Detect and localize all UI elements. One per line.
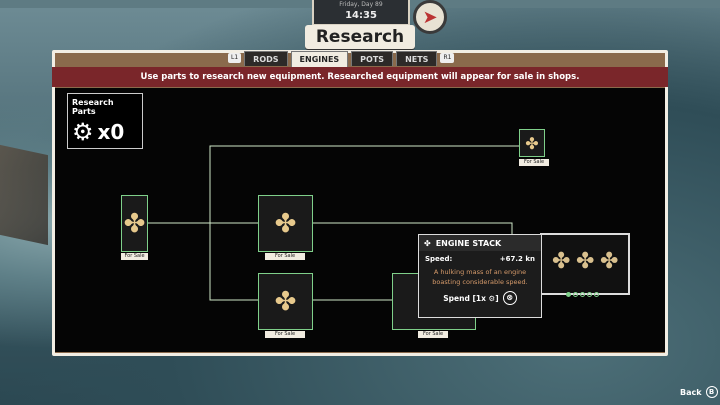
research-parts-count: x0	[97, 120, 125, 144]
item-tooltip: ✤ ENGINE STACK Speed: +67.2 kn A hulking…	[418, 234, 542, 318]
tab-engines[interactable]: ENGINES	[290, 51, 349, 67]
tab-rods[interactable]: RODS	[244, 51, 288, 66]
tab-nets[interactable]: NETS	[396, 51, 438, 66]
for-sale-tag: For Sale	[265, 331, 305, 338]
tab-bar: L1 RODS ENGINES POTS NETS R1	[228, 51, 455, 67]
propeller-icon: ✤	[274, 286, 297, 317]
for-sale-tag: For Sale	[418, 331, 448, 338]
progress-dot	[587, 292, 592, 297]
tooltip-title: ENGINE STACK	[435, 238, 502, 248]
propeller-icon: ✤	[424, 238, 431, 248]
info-banner: Use parts to research new equipment. Res…	[52, 67, 668, 87]
spend-label[interactable]: Spend [1x ⚙]	[443, 293, 499, 303]
for-sale-tag: For Sale	[519, 159, 549, 166]
propeller-icon: ✤	[274, 208, 297, 239]
tooltip-description: A hulking mass of an engine boasting con…	[432, 268, 528, 286]
research-parts-label: Research Parts	[72, 98, 114, 116]
for-sale-tag: For Sale	[265, 253, 305, 260]
progress-dot	[573, 292, 578, 297]
spend-row[interactable]: Spend [1x ⚙] ⊗	[419, 291, 541, 305]
progress-dot	[594, 292, 599, 297]
compass-icon: ➤	[413, 0, 447, 34]
propeller-icon: ✤	[525, 133, 539, 153]
back-button-icon[interactable]: B	[705, 386, 718, 398]
engine-node-2[interactable]: ✤	[258, 195, 313, 252]
engine-stack-preview[interactable]: ✤ ✤ ✤	[540, 233, 630, 295]
progress-dot	[580, 292, 585, 297]
date-text: Friday, Day 89	[339, 1, 383, 8]
speed-row: Speed: +67.2 kn	[419, 251, 541, 263]
propeller-icon: ✤	[576, 249, 595, 274]
speed-label: Speed:	[425, 255, 453, 263]
tab-pots[interactable]: POTS	[351, 51, 394, 66]
propeller-icon: ✤	[552, 249, 571, 274]
engine-node-4[interactable]: ✤	[519, 129, 545, 157]
boat-deck	[0, 144, 48, 246]
back-control[interactable]: Back B	[680, 386, 718, 398]
engine-node-1[interactable]: ✤	[121, 195, 148, 252]
progress-dots	[566, 292, 599, 297]
r1-button[interactable]: R1	[440, 53, 455, 63]
engine-node-3[interactable]: ✤	[258, 273, 313, 330]
cancel-button[interactable]: ⊗	[502, 291, 517, 305]
time-text: 14:35	[345, 10, 377, 21]
for-sale-tag: For Sale	[121, 253, 148, 260]
progress-dot	[566, 292, 571, 297]
gear-icon: ⚙	[72, 118, 94, 146]
page-title: Research	[305, 25, 415, 49]
research-parts-box: Research Parts ⚙ x0	[67, 93, 143, 149]
propeller-icon: ✤	[123, 208, 146, 239]
clock-panel: Friday, Day 89 14:35	[312, 0, 410, 26]
speed-value: +67.2 kn	[499, 255, 535, 263]
propeller-icon: ✤	[600, 249, 619, 274]
tooltip-header: ✤ ENGINE STACK	[419, 235, 541, 251]
back-label[interactable]: Back	[680, 387, 702, 397]
l1-button[interactable]: L1	[228, 53, 242, 63]
